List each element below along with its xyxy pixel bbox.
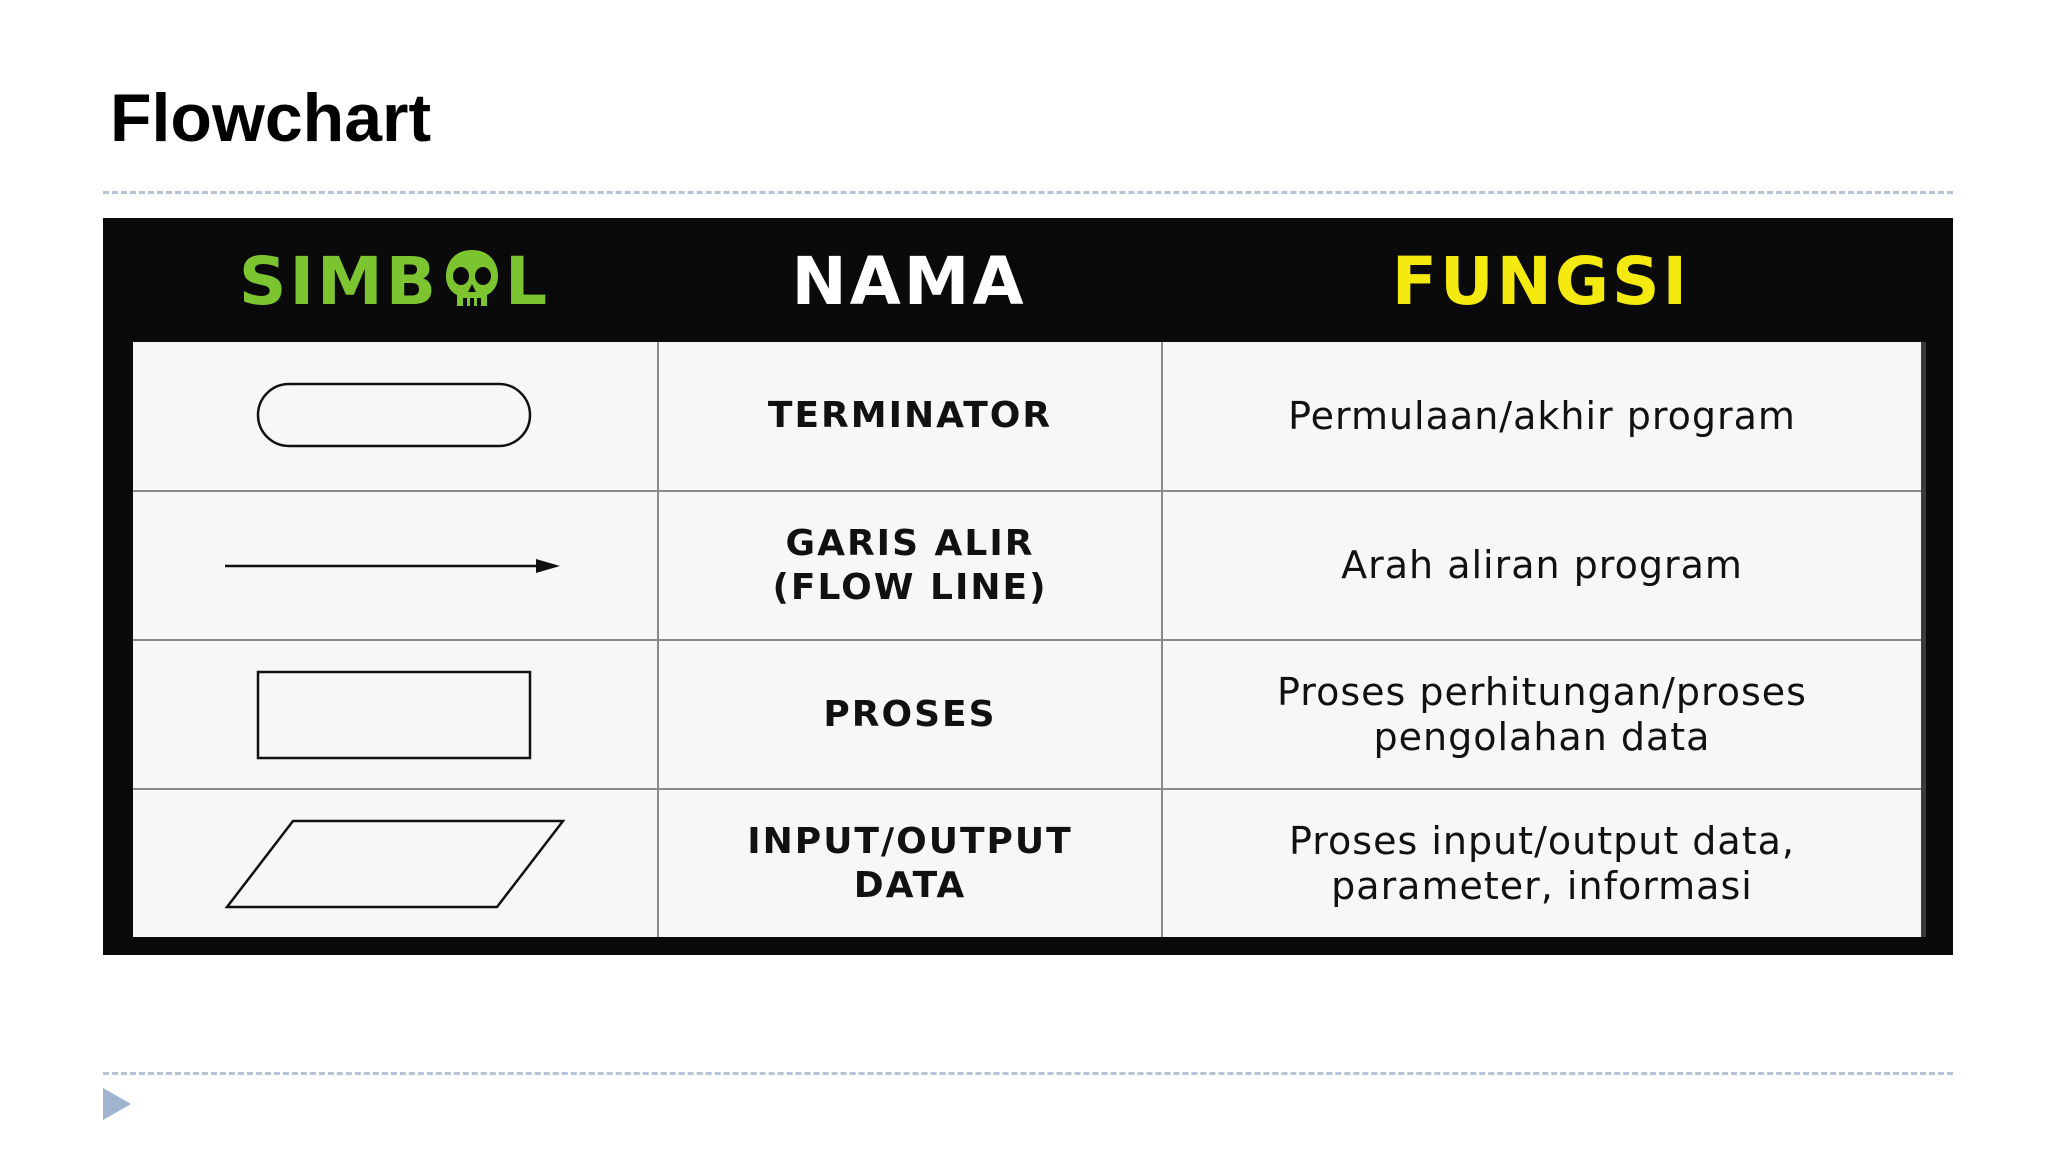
footer-divider bbox=[103, 1072, 1953, 1075]
nama-text: GARIS ALIR (FLOW LINE) bbox=[772, 522, 1048, 608]
fungsi-cell: Proses perhitungan/proses pengolahan dat… bbox=[1163, 641, 1921, 790]
skull-icon bbox=[441, 246, 503, 316]
table-body: TERMINATOR Permulaan/akhir program GARIS… bbox=[133, 342, 1926, 937]
flow-line-arrow-icon bbox=[225, 558, 560, 573]
fungsi-cell: Permulaan/akhir program bbox=[1163, 342, 1921, 492]
play-triangle-icon bbox=[103, 1088, 131, 1120]
fungsi-text: Permulaan/akhir program bbox=[1288, 393, 1796, 438]
terminator-shape-icon bbox=[256, 382, 532, 448]
nama-text: PROSES bbox=[823, 693, 997, 735]
nama-text: INPUT/OUTPUT DATA bbox=[747, 820, 1073, 906]
header-fungsi: FUNGSI bbox=[1391, 242, 1691, 320]
symbol-cell-flow-line bbox=[133, 492, 659, 641]
input-output-parallelogram-icon bbox=[224, 819, 566, 908]
symbol-cell-input-output bbox=[133, 790, 659, 937]
nama-cell: INPUT/OUTPUT DATA bbox=[659, 790, 1163, 937]
fungsi-text: Proses perhitungan/proses pengolahan dat… bbox=[1277, 669, 1807, 759]
fungsi-cell: Arah aliran program bbox=[1163, 492, 1921, 641]
fungsi-text: Proses input/output data, parameter, inf… bbox=[1289, 818, 1795, 908]
table-header-row: SIMB L NAMA FUNGSI bbox=[103, 218, 1953, 342]
fungsi-cell: Proses input/output data, parameter, inf… bbox=[1163, 790, 1921, 937]
header-simbol-suffix: L bbox=[505, 242, 551, 320]
title-divider bbox=[103, 191, 1953, 194]
header-nama: NAMA bbox=[791, 242, 1027, 320]
header-simbol-prefix: SIMB bbox=[238, 242, 439, 320]
fungsi-text: Arah aliran program bbox=[1341, 543, 1743, 587]
header-simbol: SIMB L bbox=[133, 243, 656, 320]
flowchart-symbol-table: SIMB L NAMA FUNGSI bbox=[103, 218, 1953, 955]
nama-cell: PROSES bbox=[659, 641, 1163, 790]
nama-cell: GARIS ALIR (FLOW LINE) bbox=[659, 492, 1163, 641]
process-rectangle-icon bbox=[256, 670, 532, 759]
nama-cell: TERMINATOR bbox=[659, 342, 1163, 492]
nama-text: TERMINATOR bbox=[767, 395, 1053, 436]
symbol-cell-terminator bbox=[133, 342, 659, 492]
symbol-cell-process bbox=[133, 641, 659, 790]
slide-title: Flowchart bbox=[110, 80, 432, 156]
